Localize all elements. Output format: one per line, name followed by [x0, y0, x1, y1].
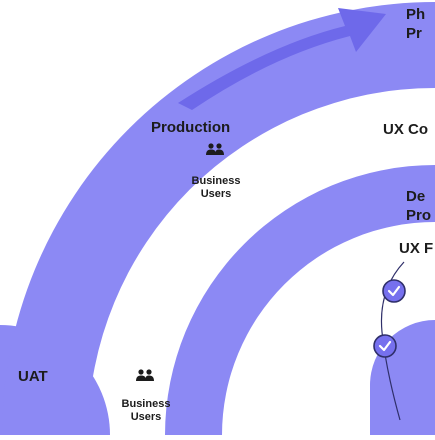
- user-group-line2: Users: [200, 188, 232, 200]
- check-icon: [382, 279, 406, 303]
- stage-label-line1: UX F: [399, 240, 434, 257]
- user-group-line2: Users: [130, 411, 162, 423]
- stage-label: UX F: [399, 240, 433, 257]
- stage-label-line1: UX Co: [383, 121, 428, 138]
- progress-arrow: [178, 8, 386, 110]
- stage-label-line2: Pro: [406, 207, 432, 224]
- users-icon: [136, 369, 154, 381]
- stage-label: Ph Pr: [406, 5, 425, 43]
- stage-label-line1: De: [406, 188, 426, 205]
- users-icon: [206, 143, 224, 155]
- stage-label-line2: Pr: [406, 25, 422, 42]
- inner-band: [165, 165, 435, 435]
- stage-label: De Pro: [406, 187, 431, 225]
- production-label: Production: [151, 119, 231, 136]
- uat-label: UAT: [18, 368, 48, 385]
- user-group-label: Business Users: [190, 175, 242, 201]
- user-group-line1: Business: [191, 175, 241, 187]
- stage-label: UX Co: [383, 121, 428, 138]
- stage-label-line1: Ph: [406, 6, 426, 23]
- user-group-line1: Business: [121, 398, 171, 410]
- check-icon: [373, 334, 397, 358]
- user-group-label: Business Users: [120, 398, 172, 424]
